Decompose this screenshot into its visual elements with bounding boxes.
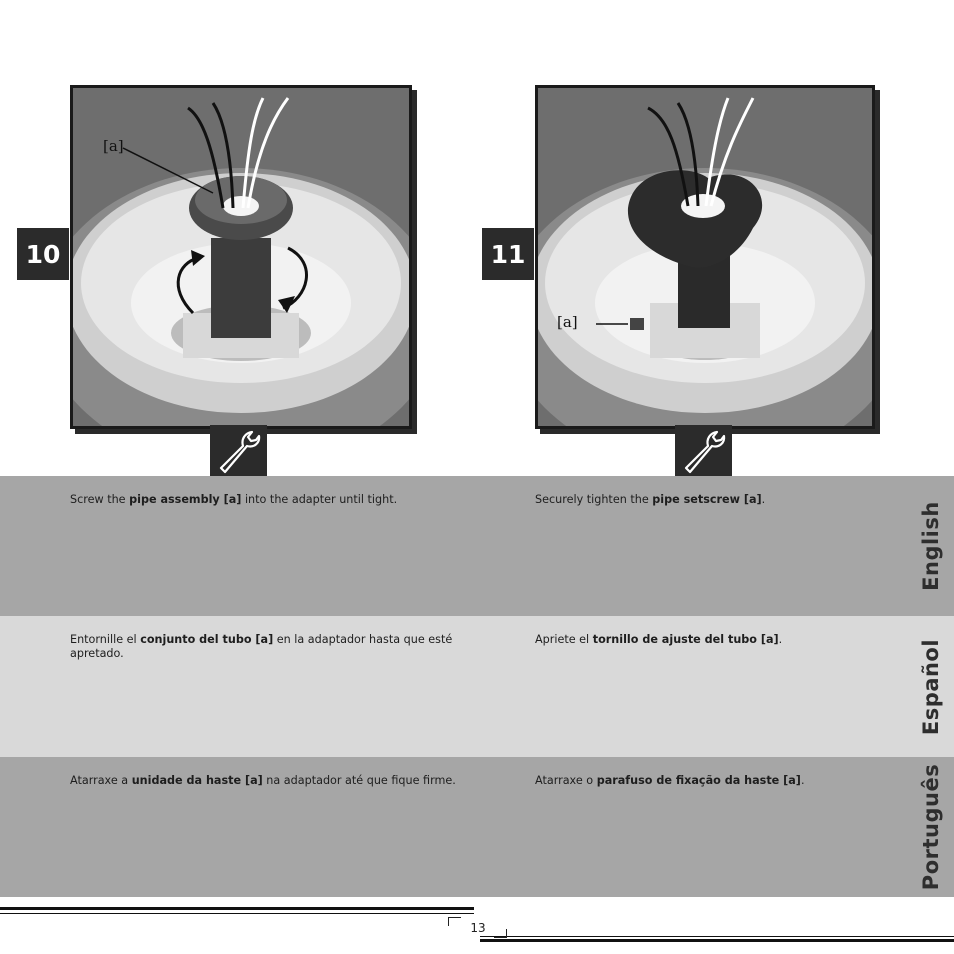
- wrench-icon: [684, 430, 725, 473]
- part-name: pipe assembly [a]: [129, 493, 242, 506]
- page-number-corner: [448, 917, 461, 926]
- step-11-instruction: Atarraxe o parafuso de fixação da haste …: [535, 774, 805, 787]
- step-11-instruction: Apriete el tornillo de ajuste del tubo […: [535, 633, 783, 646]
- language-label: Português: [919, 763, 943, 891]
- step-number-badge: 10: [17, 228, 69, 280]
- page-number: 13: [470, 921, 486, 935]
- step-10-instruction: Atarraxe a unidade da haste [a] na adapt…: [70, 774, 456, 787]
- part-name: unidade da haste [a]: [131, 774, 263, 787]
- part-name: conjunto del tubo [a]: [140, 633, 274, 646]
- step-10-instruction: Screw the pipe assembly [a] into the ada…: [70, 493, 398, 506]
- step-11-illustration: [535, 85, 875, 429]
- part-name: pipe setscrew [a]: [652, 493, 762, 506]
- step-10-instruction: Entornille el conjunto del tubo [a] en l…: [70, 633, 453, 660]
- callout-label: [a]: [557, 313, 578, 331]
- tool-badge: [210, 425, 267, 476]
- part-name: parafuso de fixação da haste [a]: [596, 774, 801, 787]
- fan-canopy-pipe-illustration: [73, 88, 409, 426]
- fan-canopy-setscrew-illustration: [538, 88, 872, 426]
- wrench-icon: [219, 430, 260, 473]
- footer-rule-left-thin: [0, 913, 474, 914]
- step-11-instruction: Securely tighten the pipe setscrew [a].: [535, 493, 766, 506]
- tool-badge: [675, 425, 732, 476]
- language-label: Español: [919, 638, 943, 735]
- step-10-illustration: [70, 85, 412, 429]
- part-name: tornillo de ajuste del tubo [a]: [592, 633, 779, 646]
- callout-label: [a]: [103, 137, 124, 155]
- language-band-spanish: Entornille el conjunto del tubo [a] en l…: [0, 616, 954, 757]
- footer-rule-right-thick: [480, 939, 954, 942]
- language-band-english: Screw the pipe assembly [a] into the ada…: [0, 476, 954, 616]
- language-label: English: [919, 501, 943, 591]
- footer-rule-right-thin: [480, 936, 954, 937]
- language-band-portuguese: Atarraxe a unidade da haste [a] na adapt…: [0, 757, 954, 897]
- page-number-corner: [494, 929, 507, 938]
- footer-rule-left-thick: [0, 907, 474, 910]
- step-number-badge: 11: [482, 228, 534, 280]
